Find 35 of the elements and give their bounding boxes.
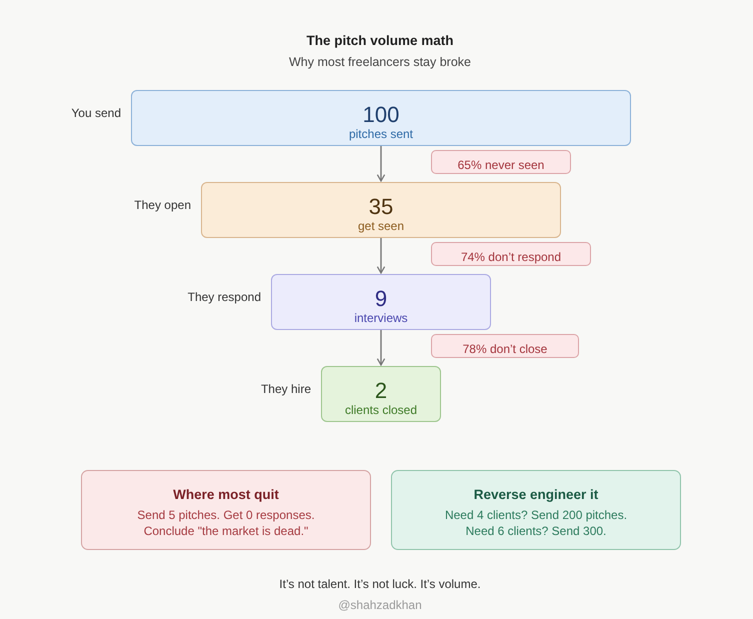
dropoff-text: 74% don’t respond [460, 250, 562, 264]
diagram-title: The pitch volume math [306, 32, 454, 50]
stage-caption: interviews [354, 311, 408, 325]
dropoff-callout [431, 242, 591, 266]
note-card [81, 470, 371, 550]
dropoff-text: 78% don’t close [462, 342, 548, 356]
card-heading: Reverse engineer it [474, 486, 598, 504]
dropoff-callout [431, 150, 571, 174]
stage-count: 35 [368, 195, 394, 219]
stage-caption: get seen [358, 219, 404, 233]
note-card [391, 470, 681, 550]
stage-count: 100 [362, 103, 400, 127]
stage-box [271, 274, 491, 330]
tagline: It’s not talent. It’s not luck. It’s volume. [279, 576, 481, 592]
stage-label: They hire [260, 381, 311, 397]
stage-count: 2 [374, 379, 388, 403]
stage-caption: pitches sent [348, 127, 414, 141]
subtitle: Why most freelancers stay broke [289, 54, 471, 70]
flow-arrow [376, 238, 386, 274]
stage-count: 9 [374, 287, 388, 311]
card-heading: Where most quit [173, 486, 279, 504]
stage-label: They respond [188, 289, 261, 305]
author-handle: @shahzadkhan [338, 597, 422, 613]
card-body: Send 5 pitches. Get 0 responses. Conclude "the market is dead." [136, 507, 316, 539]
stage-box [201, 182, 561, 238]
stage-label: They open [134, 197, 191, 213]
stage-box [321, 366, 441, 422]
stage-label: You send [71, 105, 121, 121]
dropoff-text: 65% never seen [458, 158, 544, 172]
flow-arrow [376, 146, 386, 182]
flow-arrow [376, 330, 386, 366]
stage-box [131, 90, 631, 146]
card-body: Need 4 clients? Send 200 pitches. Need 6 clients? Send 300. [444, 507, 628, 539]
dropoff-callout [431, 334, 579, 358]
stage-caption: clients closed [344, 403, 418, 417]
